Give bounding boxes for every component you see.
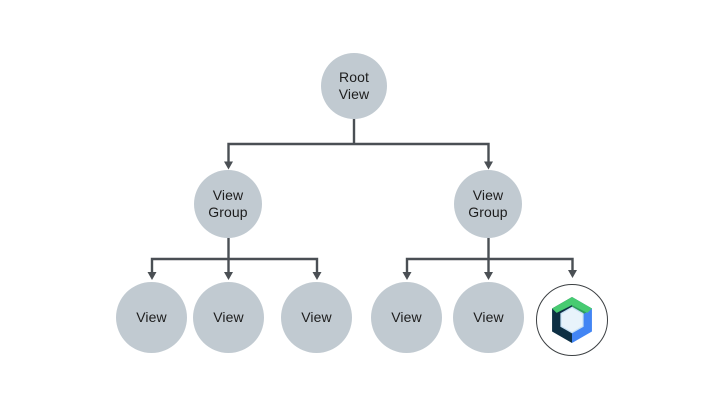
jetpack-compose-logo-icon [549, 297, 595, 343]
node-view-group-left: View Group [194, 170, 262, 238]
arrowhead-icon [224, 161, 233, 170]
connector-level2-left [150, 257, 319, 273]
arrowhead-icon [224, 272, 233, 280]
node-root-view-label: Root View [338, 69, 370, 102]
compose-logo-roof [552, 297, 592, 313]
arrowhead-icon [484, 272, 493, 280]
compose-logo-core [561, 308, 583, 332]
connector-level1 [227, 142, 490, 163]
node-view-2: View [193, 282, 264, 353]
node-view-4: View [371, 282, 442, 353]
node-root-view: Root View [321, 53, 387, 119]
node-view-group-left-label: View Group [208, 187, 248, 220]
node-view-3: View [281, 282, 352, 353]
connector-lines [150, 119, 574, 273]
node-view-group-right-label: View Group [468, 187, 508, 220]
connector-arrowheads [147, 161, 577, 280]
arrowhead-icon [312, 272, 322, 280]
node-view-1: View [116, 282, 187, 353]
arrowhead-icon [402, 272, 412, 280]
node-compose [536, 284, 608, 356]
arrowhead-icon [568, 270, 577, 278]
node-view-5: View [453, 282, 524, 353]
node-view-group-right: View Group [454, 170, 522, 238]
node-view-4-label: View [391, 309, 422, 325]
arrowhead-icon [147, 272, 157, 280]
arrowhead-icon [484, 161, 493, 170]
node-view-2-label: View [213, 309, 244, 325]
connector-level2-right [405, 257, 574, 273]
node-view-1-label: View [136, 309, 167, 325]
node-view-3-label: View [301, 309, 332, 325]
node-view-5-label: View [473, 309, 504, 325]
